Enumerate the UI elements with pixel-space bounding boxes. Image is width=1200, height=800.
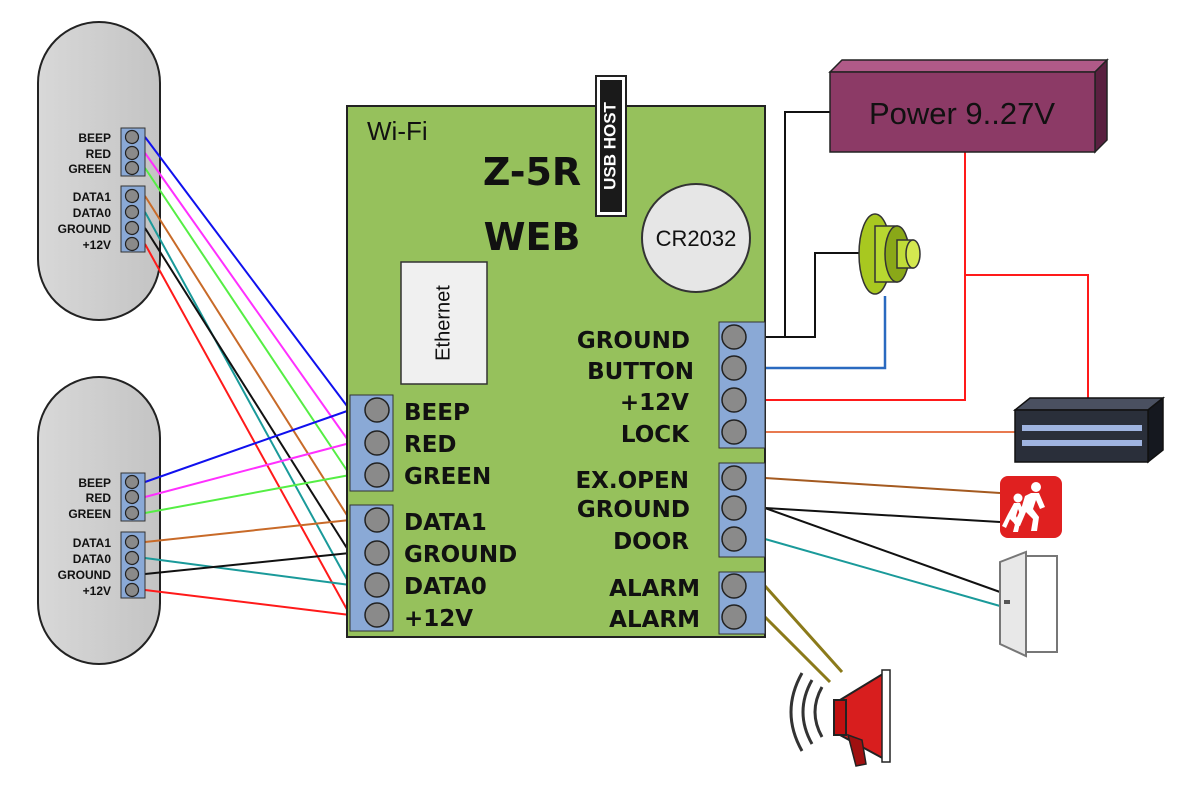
- reader-bottom-pin-green: GREEN: [68, 507, 111, 521]
- reader-bottom-pin-data0: DATA0: [73, 552, 112, 566]
- battery-label: CR2032: [656, 226, 737, 251]
- wires: [144, 111, 1089, 684]
- wifi-label: Wi-Fi: [367, 116, 428, 146]
- reader-bottom-pin-data1: DATA1: [73, 536, 112, 550]
- terminal-alarm-2: ALARM: [609, 607, 700, 633]
- reader-top-pin-data0: DATA0: [73, 206, 112, 220]
- reader-bottom-pin-ground: GROUND: [58, 568, 112, 582]
- terminal-button: BUTTON: [587, 359, 694, 385]
- board-title-model: Z-5R: [483, 150, 581, 194]
- power-supply-label: Power 9..27V: [869, 96, 1055, 131]
- terminal-door: DOOR: [613, 529, 689, 555]
- reader-top-pin-beep: BEEP: [78, 131, 111, 145]
- emergency-exit-icon: [1000, 476, 1062, 538]
- terminal-12v-left: +12V: [404, 606, 473, 632]
- power-supply: Power 9..27V: [828, 58, 1109, 154]
- reader-bottom-pins: BEEP RED GREEN DATA1 DATA0 GROUND +12V: [58, 472, 146, 599]
- terminal-red: RED: [404, 432, 457, 458]
- terminal-green: GREEN: [404, 464, 491, 490]
- reader-top-pin-red: RED: [86, 147, 112, 161]
- reader-bottom-pin-red: RED: [86, 491, 112, 505]
- terminal-exopen: EX.OPEN: [575, 468, 689, 494]
- door-icon: [999, 550, 1058, 658]
- terminal-ground-door: GROUND: [577, 497, 690, 523]
- reader-top-pin-ground: GROUND: [58, 222, 112, 236]
- terminal-alarm-1: ALARM: [609, 576, 700, 602]
- reader-bottom-pin-beep: BEEP: [78, 476, 111, 490]
- terminal-lock: LOCK: [621, 422, 690, 448]
- usb-host-label: USB HOST: [600, 101, 619, 189]
- ethernet-port-label: Ethernet: [432, 285, 454, 361]
- magnetic-lock-icon: [1012, 396, 1166, 464]
- controller-board: Wi-Fi Z-5R WEB USB HOST CR2032 Ethernet …: [346, 75, 766, 638]
- terminal-beep: BEEP: [404, 400, 470, 426]
- terminal-data1: DATA1: [404, 510, 487, 536]
- terminal-data0: DATA0: [404, 574, 487, 600]
- terminal-12v-right: +12V: [620, 390, 689, 416]
- terminal-ground-power: GROUND: [577, 328, 690, 354]
- push-button-icon: [858, 213, 921, 295]
- siren-icon: [789, 669, 891, 767]
- reader-top-pin-green: GREEN: [68, 162, 111, 176]
- reader-bottom-pin-12v: +12V: [83, 584, 111, 598]
- reader-top-pins: BEEP RED GREEN DATA1 DATA0 GROUND +12V: [58, 127, 146, 253]
- reader-top-pin-data1: DATA1: [73, 190, 112, 204]
- board-title-web: WEB: [484, 215, 581, 259]
- terminal-ground-left: GROUND: [404, 542, 517, 568]
- reader-top-pin-12v: +12V: [83, 238, 111, 252]
